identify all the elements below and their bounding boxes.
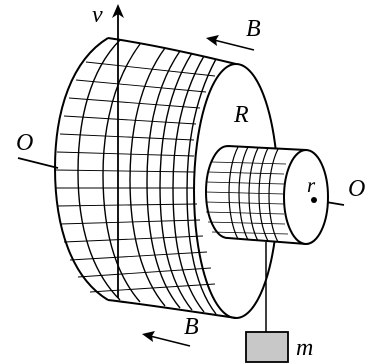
field-label-top: B xyxy=(246,16,261,42)
large-cylinder-hatching xyxy=(55,61,216,293)
large-cylinder-bottom-edge xyxy=(107,299,237,319)
field-label-bottom: B xyxy=(184,314,199,340)
mass-label: m xyxy=(296,335,313,361)
axis-o-right-label: O xyxy=(348,176,365,202)
axle-center-dot xyxy=(311,197,317,203)
small-cylinder-end-face xyxy=(283,149,329,245)
v-axis: v xyxy=(92,2,124,298)
field-arrow-bottom: B xyxy=(142,314,199,347)
large-cylinder-top-edge xyxy=(107,37,237,65)
radius-r-label: r xyxy=(307,173,316,197)
radius-R-label: R xyxy=(233,102,249,128)
v-axis-label: v xyxy=(92,2,103,28)
small-cylinder-hatching xyxy=(205,161,289,235)
v-axis-arrow-icon xyxy=(112,4,124,18)
small-cylinder: r xyxy=(205,144,329,246)
mass-block xyxy=(245,331,289,363)
large-cylinder-front-edge xyxy=(53,37,109,301)
large-cylinder xyxy=(53,37,279,319)
large-cylinder-winding-curves xyxy=(77,39,217,315)
field-arrow-bottom-icon xyxy=(142,331,155,342)
axis-o-left-label: O xyxy=(16,130,33,156)
field-arrow-top: B xyxy=(206,16,261,51)
field-arrow-top-icon xyxy=(206,35,219,46)
